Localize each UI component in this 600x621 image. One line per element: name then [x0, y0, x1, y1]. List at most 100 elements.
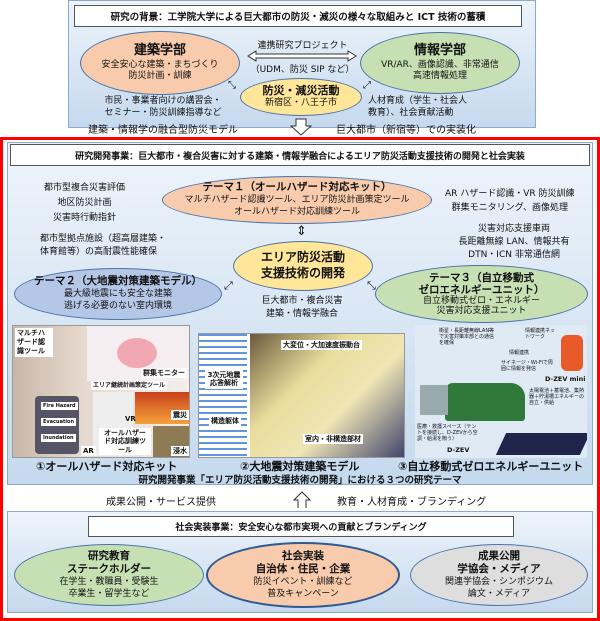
text-label: 研究教育 [88, 549, 130, 562]
text-label: 学協会・メディア [457, 563, 541, 576]
social-item-education: 研究教育ステークホルダー 在学生・教職員・受験生卒業生・留学生など [14, 544, 204, 606]
architecture-line: 安全安心な建築・まちづくり [101, 59, 219, 70]
theme1-line: オールハザード対応訓練ツール [233, 206, 360, 217]
theme1-title: テーマ１（オールハザード対応キット） [202, 181, 392, 194]
architecture-line: 防災計画・訓練 [128, 71, 192, 82]
rnd-right-notes2: 災害対応支援車両長距離無線 LAN、情報共有 DTN・ICN 非常通信網 [440, 223, 588, 262]
theme3-line: 災害対応支援ユニット [436, 306, 527, 317]
theme2-title: テーマ２（大地震対策建築モデル） [34, 275, 202, 288]
text-label: オールハザード対応訓練ツール [99, 428, 151, 456]
text-label: エリア継続計画策定ツール [91, 381, 168, 391]
rnd-footer: 研究開発事業「エリア防災活動支援技術の開発」における３つの研究テーマ [138, 475, 462, 486]
informatics-ellipse: 情報学部 VR/AR、画像認識、非常通信 高速情報処理 [360, 32, 520, 94]
connector-arrow-icon: ⤡ [367, 279, 376, 292]
text-label: 情報連携 [509, 350, 530, 356]
right-note: 人材育成（学生・社会人教育）、社会貢献活動 [368, 96, 467, 119]
center-line: エリア防災活動 [260, 250, 345, 265]
social-title: 社会実装事業：安全安心な都市実現への貢献とブランディング [88, 516, 514, 537]
informatics-line: 高速情報処理 [412, 71, 467, 82]
text-label: 3次元地震応答解析 [205, 370, 243, 389]
text-label: 浸水 [171, 446, 189, 457]
activity-ellipse: 防災・減災活動 新宿区・八王子市 [240, 78, 362, 116]
earthquake-model-photo: 3次元地震応答解析 構造躯体 大変位・大加速度振動台 室内・非構造部材 [198, 333, 405, 458]
double-arrow-icon [247, 50, 357, 62]
zero-energy-unit-photo: 衛星・長距離無線LAN等で災害対策本部との通信を確保 情報連携ネットワーク 情報… [415, 325, 587, 458]
theme1-ellipse: テーマ１（オールハザード対応キット） マルチハザード認識ツール、エリア防災計画策… [162, 176, 432, 224]
center-notes: 巨大都市・複合災害建築・情報学融合 [252, 295, 352, 321]
left-note: 市民・事業者向けの講習会・セミナー・防災訓練指導など [88, 96, 238, 119]
main-frame [0, 137, 600, 621]
text-label: 災害対応支援車両 [477, 224, 550, 234]
text-label: 建築・情報学融合 [265, 309, 338, 319]
rnd-title: 研究開発事業：巨大都市・複合災害に対する建築・情報学融合によるエリア防災活動支援… [10, 144, 590, 166]
rnd-right-notes: AR ハザード認識・VR 防災訓練群集モニタリング、画像処理 [445, 187, 575, 215]
text-label: サイネージ・Wi-Fiで周囲に情報を発信 [501, 360, 553, 372]
text-label: 震災 [171, 410, 189, 421]
theme2-line: 最大級地震にも安全な建築 [63, 289, 172, 300]
transition2-right: 教育・人材育成・ブランディング [337, 497, 487, 508]
theme2-line: 逃げる必要のない室内環境 [63, 300, 172, 311]
text-label: 長距離無線 LAN、情報共有 [458, 237, 570, 247]
text-label: 防災イベント・訓練など [253, 576, 353, 587]
tent-image [420, 385, 448, 415]
architecture-title: 建築学部 [133, 42, 186, 58]
text-label: Fire Hazard [41, 402, 78, 410]
text-label: マルチハザード認識ツール [15, 328, 53, 358]
text-label: 在学生・教職員・受験生 [59, 576, 159, 587]
text-label: 地区防災計画 [57, 198, 112, 208]
text-label: DTN・ICN 非常通信網 [468, 250, 560, 260]
building-frame-image [199, 334, 247, 456]
up-arrow-icon [293, 491, 311, 508]
text-label: 医療・救護スペース（テントを接続し、D-ZEVから空調・給湯を賄う） [417, 424, 478, 442]
connector-arrow-icon: ⤡ [228, 80, 236, 91]
all-hazard-kit-photo: Fire Hazard Evacuation Inundation マルチハザー… [12, 325, 190, 458]
activity-title: 防災・減災活動 [262, 84, 340, 97]
text-label: 自治体・住民・企業 [255, 563, 351, 576]
architecture-ellipse: 建築学部 安全安心な建築・まちづくり 防災計画・訓練 [80, 31, 240, 95]
text-label: セミナー・防災訓練指導など [104, 107, 222, 118]
text-label: 卒業生・留学生など [68, 588, 150, 599]
text-label: 太陽電池＋蓄電池、集熱器＋貯湯槽エネルギーの自立・供給 [529, 388, 585, 406]
social-item-implementation: 社会実装自治体・住民・企業 防災イベント・訓練など普及キャンペーン [206, 542, 400, 608]
text-label: 関連学協会・シンポジウム [444, 576, 553, 587]
caption-theme1: ①オールハザード対応キット [36, 460, 178, 473]
theme3-title: ゼロエネルギーユニット） [418, 283, 545, 296]
transition-right: 巨大都市（新宿等）での実装化 [336, 125, 476, 136]
connector-arrow-icon: ⤢ [363, 80, 371, 91]
text-label: D-ZEV [447, 446, 470, 454]
text-label: ステークホルダー [67, 563, 151, 576]
text-label: VR [125, 415, 136, 423]
informatics-line: VR/AR、画像認識、非常通信 [381, 59, 499, 70]
text-label: 都市型複合災害評価 [44, 183, 126, 193]
rnd-left-notes: 都市型複合災害評価地区防災計画災害時行動指針 [44, 181, 125, 226]
text-label: 室内・非構造部材 [303, 434, 363, 445]
vertical-arrow-icon: ⇕ [296, 224, 307, 239]
theme1-line: マルチハザード認識ツール、エリア防災計画策定ツール [184, 195, 410, 206]
rnd-left-notes2: 都市型拠点施設（超高層建築・体育館等）の高耐震性能確保 [40, 233, 166, 259]
text-label: 情報連携ネットワーク [525, 328, 556, 340]
bus-image [445, 383, 525, 421]
text-label: 市民・事業者向けの講習会・ [104, 96, 222, 106]
text-label: 大変位・大加速度振動台 [281, 340, 362, 351]
text-label: 人材育成（学生・社会人 [368, 96, 468, 106]
activity-sub: 新宿区・八王子市 [264, 98, 337, 109]
down-arrow-icon [290, 118, 312, 136]
caption-theme3: ③自立移動式ゼロエネルギーユニット [398, 460, 584, 473]
theme3-title: テーマ３（自立移動式 [429, 271, 534, 284]
center-line: 支援技術の開発 [260, 266, 345, 280]
scooter-image [561, 335, 583, 371]
text-label: Evacuation [41, 418, 77, 426]
solar-panel-image [495, 433, 587, 455]
text-label: 衛星・長距離無線LAN等で災害対策本部との通信を確保 [439, 328, 495, 346]
connector-arrow-icon: ⤢ [224, 279, 233, 292]
text-label: 教育）、社会貢献活動 [368, 107, 454, 118]
theme3-line: 自立移動式ゼロ・エネルギー [422, 295, 540, 306]
text-label: 論文・メディア [467, 588, 531, 599]
text-label: 群集モニター [141, 368, 187, 379]
joint-project-sub: （UDM、防災 SIP など） [250, 65, 355, 75]
text-label: AR ハザード認識・VR 防災訓練 [445, 189, 575, 199]
theme2-ellipse: テーマ２（大地震対策建築モデル） 最大級地震にも安全な建築 逃げる必要のない室内… [14, 268, 222, 320]
theme3-ellipse: テーマ３（自立移動式 ゼロエネルギーユニット） 自立移動式ゼロ・エネルギー 災害… [375, 265, 588, 323]
informatics-title: 情報学部 [413, 42, 466, 58]
text-label: 普及キャンペーン [267, 588, 339, 599]
